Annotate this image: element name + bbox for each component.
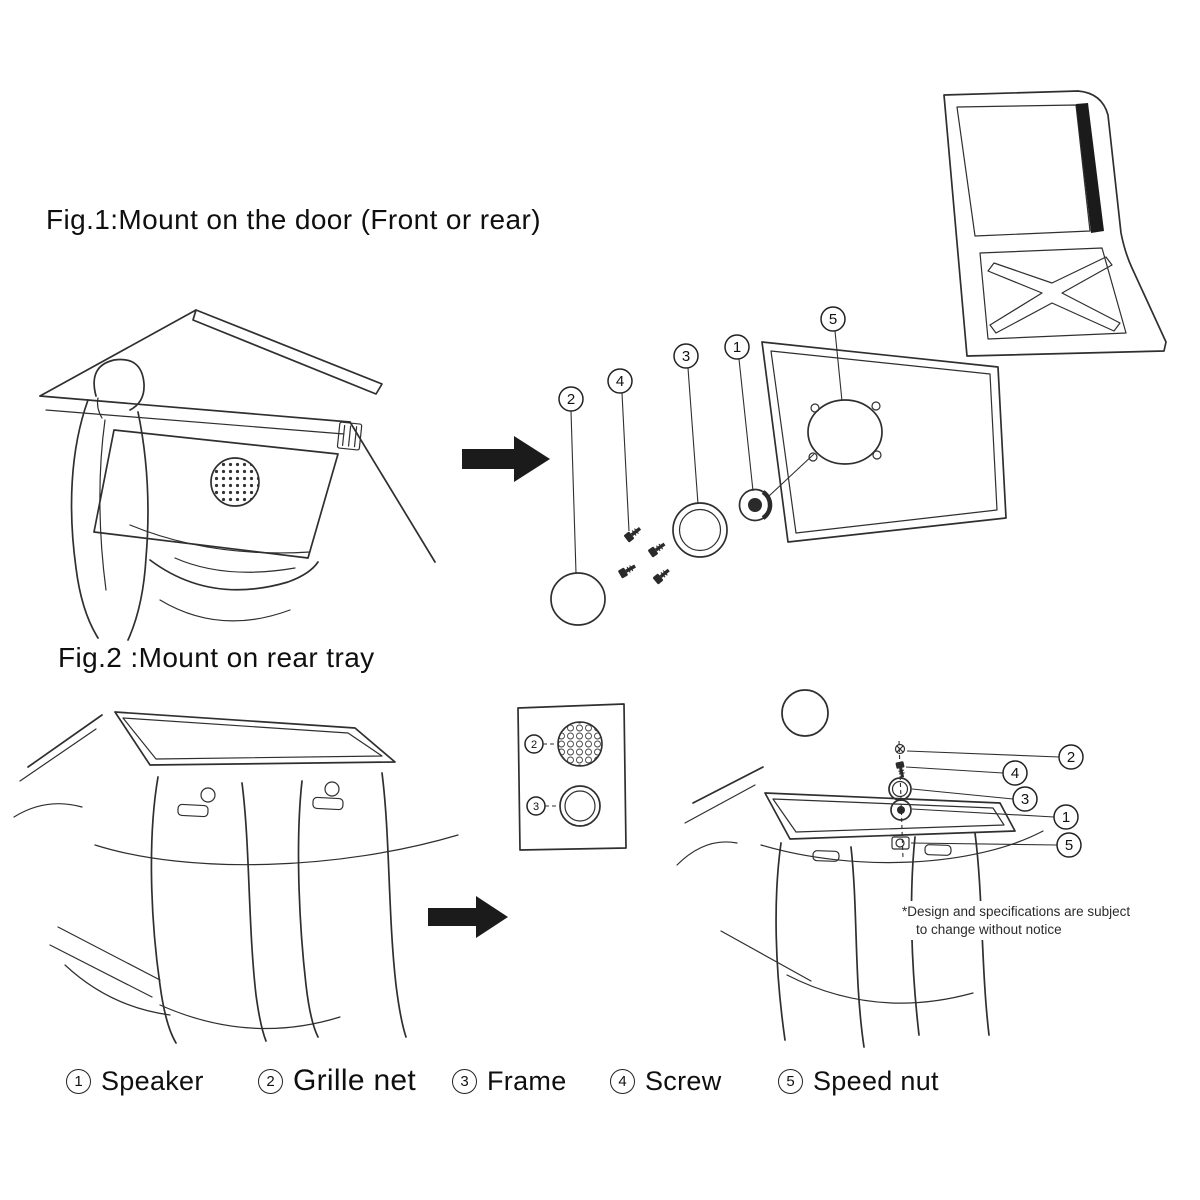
legend-item-speed-nut: 5 Speed nut — [778, 1066, 939, 1097]
option-frame-callout: 3 — [526, 796, 558, 816]
disclaimer-line-1: *Design and specifications are subject — [902, 904, 1131, 919]
legend-label-grille-net: Grille net — [293, 1064, 417, 1097]
svg-text:4: 4 — [1011, 765, 1019, 782]
tray-hole — [200, 787, 216, 803]
car-door-diagram — [943, 90, 1167, 357]
legend-num-5: 5 — [778, 1069, 803, 1094]
callout-speed-nut: 5 — [820, 306, 846, 332]
fig1-exploded-view: 2 4 3 1 5 — [550, 306, 1007, 626]
legend-label-screw: Screw — [645, 1066, 722, 1096]
tray-slot — [924, 844, 952, 856]
arrow-right-icon — [462, 436, 550, 482]
legend-num-4: 4 — [610, 1069, 635, 1094]
svg-text:2: 2 — [567, 391, 575, 408]
speaker-grille-dotted — [210, 457, 260, 507]
fig2-title: Fig.2 :Mount on rear tray — [58, 642, 375, 673]
callout-screw: 4 — [607, 368, 633, 394]
fig1-interior-drawing — [39, 309, 436, 641]
svg-text:1: 1 — [733, 339, 741, 356]
legend-item-speaker: 1 Speaker — [66, 1066, 204, 1097]
svg-text:2: 2 — [531, 739, 537, 751]
fig1-title: Fig.1:Mount on the door (Front or rear) — [46, 204, 541, 235]
legend-label-speed-nut: Speed nut — [813, 1066, 939, 1096]
speaker-part — [738, 488, 773, 522]
callout-frame: 3 — [1012, 786, 1038, 812]
callout-grille-net: 2 — [558, 386, 584, 412]
window-lines — [13, 714, 103, 818]
window-pillar — [1076, 103, 1104, 233]
screw-part — [893, 759, 909, 780]
svg-text:3: 3 — [682, 348, 690, 365]
svg-text:5: 5 — [1065, 837, 1073, 854]
speed-nut-part — [891, 836, 910, 850]
window-lines — [676, 766, 764, 866]
door-panel-part — [761, 341, 1007, 543]
legend-item-grille-net: 2 Grille net — [258, 1064, 416, 1098]
legend-num-2: 2 — [258, 1068, 283, 1094]
legend-label-speaker: Speaker — [101, 1066, 204, 1096]
callout-speaker: 1 — [724, 334, 750, 360]
speaker-part — [890, 799, 912, 821]
arrow-right-icon — [428, 896, 508, 938]
tray-slot — [312, 796, 344, 811]
fig2-interior-drawing — [13, 711, 459, 1044]
door-inner-panel — [93, 429, 339, 573]
svg-text:3: 3 — [1021, 791, 1029, 808]
tray-slot — [812, 850, 840, 862]
legend-num-1: 1 — [66, 1069, 91, 1094]
grille-net-option — [557, 721, 603, 767]
screw-part — [621, 523, 645, 545]
rear-tray — [114, 711, 396, 818]
screw-part — [616, 560, 640, 581]
door-window — [956, 104, 1091, 237]
panel-outline — [517, 703, 627, 851]
leader-lines — [570, 330, 843, 574]
tray-slot — [177, 803, 209, 818]
fig2-options-panel: 2 3 — [517, 703, 627, 851]
svg-text:3: 3 — [533, 801, 539, 813]
frame-option — [559, 785, 601, 827]
legend-item-screw: 4 Screw — [610, 1066, 722, 1097]
leader-lines — [905, 750, 1060, 846]
svg-text:5: 5 — [829, 311, 837, 328]
tray-hole — [324, 781, 340, 797]
legend-label-frame: Frame — [487, 1066, 567, 1096]
screw-part — [650, 564, 674, 587]
grille-net-part — [781, 689, 829, 737]
legend-num-3: 3 — [452, 1069, 477, 1094]
inner-panel — [979, 247, 1127, 340]
disclaimer-note: *Design and specifications are subject t… — [898, 901, 1135, 941]
grille-net-part — [550, 572, 606, 626]
callout-screw: 4 — [1002, 760, 1028, 786]
screw-part — [645, 538, 669, 560]
callout-frame: 3 — [673, 343, 699, 369]
frame-part — [672, 502, 728, 558]
svg-text:2: 2 — [1067, 749, 1075, 766]
car-seat — [70, 358, 319, 641]
rear-seat — [49, 772, 459, 1044]
legend-item-frame: 3 Frame — [452, 1066, 567, 1097]
speaker-hole — [807, 399, 883, 465]
exploded-stack — [888, 740, 912, 860]
callout-speaker: 1 — [1053, 804, 1079, 830]
callout-speed-nut: 5 — [1056, 832, 1082, 858]
door-outline — [943, 90, 1167, 357]
callout-grille-net: 2 — [1058, 744, 1084, 770]
grille-fastener — [894, 743, 906, 755]
air-vent — [336, 421, 363, 451]
x-brace-cutout — [987, 256, 1121, 334]
disclaimer-line-2: to change without notice — [916, 921, 1062, 937]
option-grille-callout: 2 — [524, 734, 556, 754]
svg-text:4: 4 — [616, 373, 624, 390]
dashboard-lines — [39, 309, 436, 563]
svg-text:1: 1 — [1062, 809, 1070, 826]
fig2-exploded-view: 2 4 3 1 5 — [676, 689, 1084, 1048]
frame-part — [888, 777, 912, 801]
rear-tray-part — [764, 792, 1016, 862]
